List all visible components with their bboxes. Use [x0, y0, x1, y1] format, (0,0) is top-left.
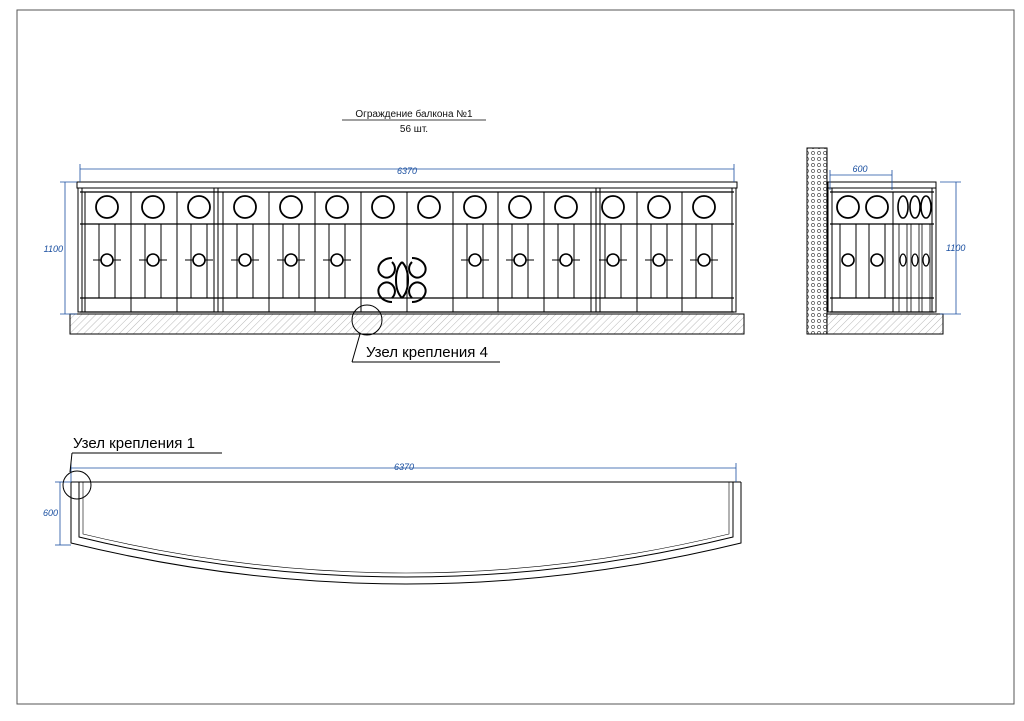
front-upper-ring — [141, 195, 165, 219]
front-upper-ring — [692, 195, 716, 219]
front-upper-ring — [233, 195, 257, 219]
front-panels — [77, 187, 737, 313]
side-handrail — [827, 181, 937, 189]
front-lower-ring — [606, 253, 620, 267]
side-height-dim: 1100 — [946, 243, 965, 253]
side-post — [827, 187, 833, 313]
callout-node-1: Узел крепления 1 — [62, 435, 222, 500]
plan-width-dim: 6370 — [394, 462, 414, 472]
front-width-dim: 6370 — [397, 166, 417, 176]
front-upper-ring — [554, 195, 578, 219]
front-lower-ring — [100, 253, 114, 267]
title-line-2: 56 шт. — [400, 124, 428, 135]
front-lower-ring — [468, 253, 482, 267]
side-oval — [909, 195, 921, 219]
callout-node-4-label: Узел крепления 4 — [366, 344, 488, 361]
front-upper-ring — [417, 195, 441, 219]
side-post — [931, 187, 937, 313]
front-lower-ring — [513, 253, 527, 267]
front-post — [213, 187, 219, 313]
front-upper-ring — [463, 195, 487, 219]
plan-view — [70, 481, 742, 585]
front-upper-ring — [187, 195, 211, 219]
callout-node-1-label: Узел крепления 1 — [73, 435, 195, 452]
side-lower-ring — [841, 253, 855, 267]
front-dimensions — [60, 164, 735, 315]
side-small-oval — [911, 253, 919, 267]
front-lower-ring — [284, 253, 298, 267]
sheet-frame — [16, 9, 1015, 705]
front-lower-ring — [238, 253, 252, 267]
front-upper-ring — [508, 195, 532, 219]
side-depth-dim: 600 — [852, 164, 867, 174]
front-view — [69, 181, 745, 335]
side-oval — [920, 195, 932, 219]
front-lower-ring — [697, 253, 711, 267]
front-ornament — [377, 257, 427, 303]
front-lower-ring — [146, 253, 160, 267]
front-upper-ring — [95, 195, 119, 219]
callout-node-4: Узел крепления 4 — [351, 304, 500, 363]
side-upper-ring — [836, 195, 860, 219]
side-upper-ring — [865, 195, 889, 219]
side-dimensions — [829, 170, 961, 315]
front-upper-ring — [647, 195, 671, 219]
front-lower-ring — [559, 253, 573, 267]
side-small-oval — [899, 253, 907, 267]
side-wall — [806, 147, 828, 335]
side-view — [806, 147, 944, 335]
front-upper-ring — [371, 195, 395, 219]
side-oval — [897, 195, 909, 219]
front-slab — [69, 313, 745, 335]
front-lower-ring — [330, 253, 344, 267]
side-slab — [826, 313, 944, 335]
side-small-oval — [922, 253, 930, 267]
side-panels — [827, 187, 937, 313]
front-upper-ring — [279, 195, 303, 219]
front-post — [595, 187, 601, 313]
front-post — [77, 187, 83, 313]
plan-dimensions — [55, 463, 737, 546]
front-upper-ring — [325, 195, 349, 219]
front-lower-ring — [652, 253, 666, 267]
title-block: Ограждение балкона №1 56 шт. — [342, 108, 486, 135]
front-upper-ring — [601, 195, 625, 219]
front-handrail — [76, 181, 738, 189]
plan-depth-dim: 600 — [43, 508, 58, 518]
title-line-1: Ограждение балкона №1 — [355, 108, 473, 120]
front-post — [731, 187, 737, 313]
front-height-dim: 1100 — [44, 244, 63, 254]
front-lower-ring — [192, 253, 206, 267]
side-lower-ring — [870, 253, 884, 267]
